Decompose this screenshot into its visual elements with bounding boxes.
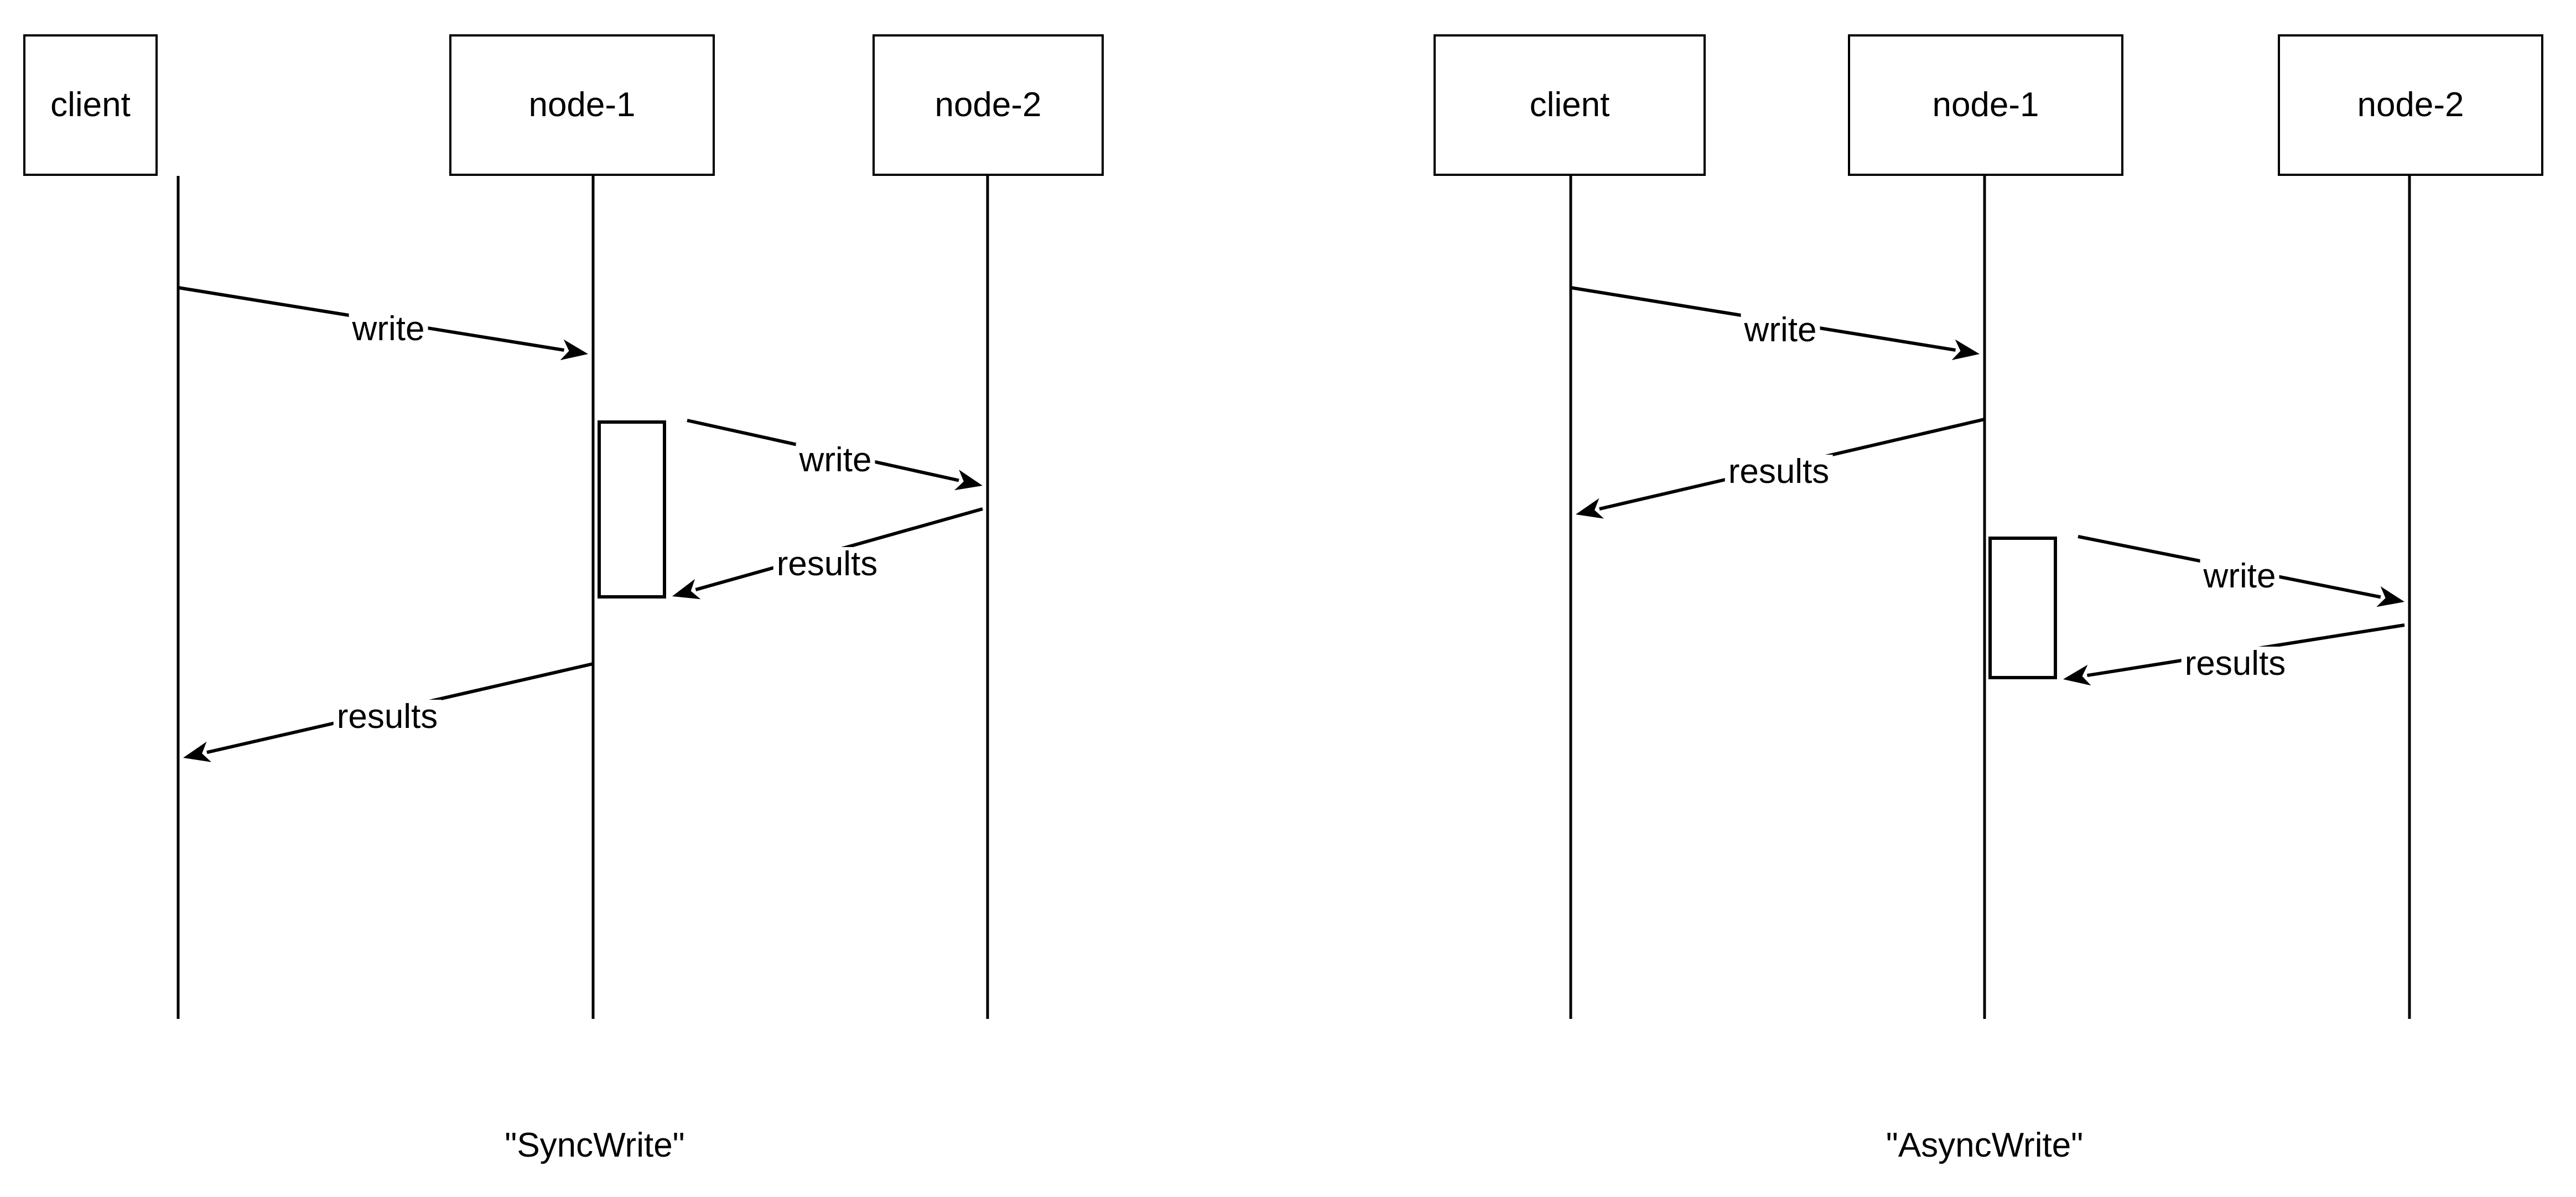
message-label-write: write [2200, 559, 2279, 594]
message-label-results: results [333, 700, 442, 734]
message-label-write: write [1741, 313, 1820, 347]
participant-box-node-1[interactable]: node-1 [1848, 34, 2123, 176]
arrowhead-left-icon [183, 741, 212, 762]
activation-bar-node-1 [598, 420, 666, 598]
message-label-results: results [2181, 647, 2289, 681]
participant-label: node-2 [2357, 86, 2464, 124]
arrowhead-right-icon [2376, 586, 2404, 607]
arrowhead-right-icon [560, 339, 588, 361]
participant-label: client [1529, 86, 1610, 124]
participant-box-client[interactable]: client [23, 34, 158, 176]
arrowhead-right-icon [1951, 339, 1980, 361]
participant-label: node-2 [934, 86, 1042, 124]
arrowhead-left-icon [1576, 498, 1604, 519]
participant-box-client[interactable]: client [1434, 34, 1706, 176]
participant-label: client [50, 86, 131, 124]
message-label-write: write [796, 443, 875, 477]
participant-box-node-2[interactable]: node-2 [872, 34, 1104, 176]
diagram-caption-async-write: "AsyncWrite" [1886, 1126, 2084, 1164]
participant-box-node-2[interactable]: node-2 [2278, 34, 2543, 176]
participant-box-node-1[interactable]: node-1 [449, 34, 715, 176]
participant-label: node-1 [528, 86, 636, 124]
message-label-write: write [349, 312, 428, 346]
activation-bar-node-1 [1988, 537, 2057, 679]
participant-label: node-1 [1932, 86, 2039, 124]
diagram-sync-write [176, 176, 989, 1019]
arrowhead-left-icon [2063, 664, 2091, 686]
message-label-results: results [773, 547, 881, 581]
message-label-results: results [1725, 455, 1833, 489]
arrowhead-right-icon [954, 470, 983, 491]
arrowhead-left-icon [672, 579, 701, 600]
diagram-caption-sync-write: "SyncWrite" [505, 1126, 685, 1164]
